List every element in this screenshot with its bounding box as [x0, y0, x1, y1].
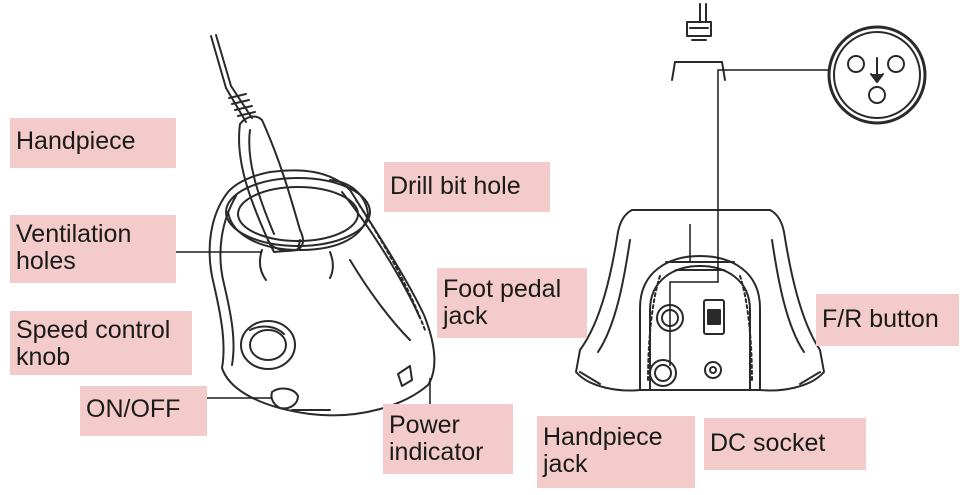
label-foot-pedal-jack: Foot pedal jack	[437, 268, 587, 338]
label-handpiece-jack: Handpiece jack	[537, 416, 695, 488]
label-speed-control-knob: Speed control knob	[10, 311, 192, 375]
label-handpiece: Handpiece	[10, 118, 176, 168]
label-drill-bit-hole: Drill bit hole	[384, 162, 550, 212]
handpiece-drawing	[210, 34, 304, 253]
connector-face-drawing	[827, 25, 927, 125]
label-on-off: ON/OFF	[80, 386, 207, 436]
label-ventilation-holes: Ventilation holes	[10, 215, 176, 283]
label-power-indicator: Power indicator	[383, 404, 513, 474]
back-device-drawing	[575, 209, 825, 392]
leader-lines	[176, 69, 828, 404]
label-fr-button: F/R button	[816, 294, 959, 346]
label-dc-socket: DC socket	[704, 418, 866, 470]
plug-drawing	[671, 3, 726, 81]
